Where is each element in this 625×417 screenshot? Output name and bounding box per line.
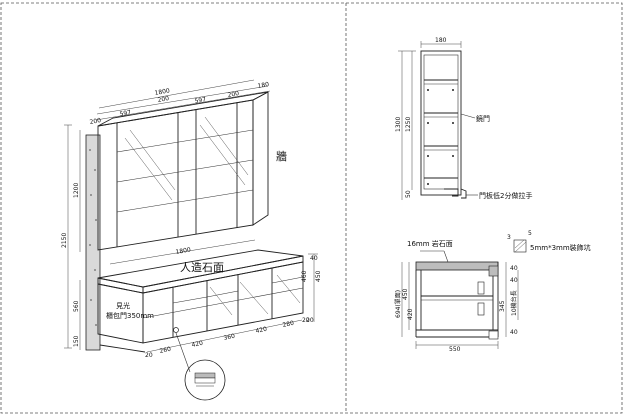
svg-text:260: 260	[159, 346, 172, 355]
right-top-view: 180 1300 1250 50 鏡門 門板低2分做拉手	[395, 37, 532, 200]
svg-text:180: 180	[257, 81, 270, 90]
svg-text:280: 280	[282, 320, 295, 329]
stone-top-section	[415, 261, 499, 271]
counter-width-dim: 1800	[175, 246, 191, 256]
depth-550-dim: 550	[449, 346, 461, 353]
svg-text:450: 450	[315, 270, 322, 282]
svg-text:200: 200	[89, 117, 102, 126]
svg-text:3: 3	[507, 234, 511, 241]
countertop-label: 人造石面	[180, 260, 224, 274]
right-bottom-view: 3 5 5mm*3mm裝飾坑 16mm 岩石面 550 694(單面) 450 …	[395, 230, 591, 353]
svg-text:10機台長: 10機台長	[510, 290, 518, 316]
mirror-cabinet-top	[97, 91, 269, 127]
door-handle-note: 門板低2分做拉手	[479, 191, 532, 200]
svg-text:460: 460	[301, 270, 308, 282]
vanity-front	[142, 261, 304, 344]
svg-text:360: 360	[223, 333, 236, 342]
groove-note: 5mm*3mm裝飾坑	[530, 243, 591, 252]
svg-text:560: 560	[73, 300, 80, 312]
wall-texture	[89, 149, 97, 326]
stone-top-label: 16mm 岩石面	[407, 239, 453, 248]
mirror-cabinet-side	[252, 91, 269, 226]
svg-text:20: 20	[145, 352, 153, 359]
svg-text:20: 20	[306, 317, 314, 324]
cabinet-section-outline	[420, 50, 462, 196]
wall-label: 牆	[276, 149, 287, 163]
svg-text:420: 420	[407, 308, 414, 320]
wall-strip	[85, 134, 101, 351]
svg-text:1200: 1200	[73, 183, 80, 198]
svg-text:40: 40	[510, 329, 518, 336]
detail-callout-marker	[173, 327, 179, 333]
svg-text:200: 200	[157, 95, 170, 104]
svg-text:200: 200	[227, 90, 240, 99]
left-view: 牆 人造石面 見光 櫃包門350mm	[61, 79, 322, 401]
svg-text:40: 40	[510, 277, 518, 284]
svg-text:597: 597	[119, 109, 132, 118]
left-dimensions: 2150 1200 560 150	[61, 124, 81, 350]
svg-text:420: 420	[191, 340, 204, 349]
svg-text:50: 50	[405, 190, 412, 198]
svg-text:150: 150	[73, 335, 80, 347]
svg-text:40: 40	[310, 255, 318, 262]
svg-text:345: 345	[499, 300, 506, 312]
right-side-dimensions: 40 460 450 20	[301, 253, 322, 324]
svg-text:1300: 1300	[395, 117, 402, 132]
groove-detail	[513, 239, 527, 253]
svg-text:420: 420	[255, 326, 268, 335]
svg-text:1250: 1250	[405, 117, 412, 132]
svg-text:450: 450	[402, 288, 409, 300]
vanity-side	[97, 283, 144, 344]
detail-bubble	[184, 359, 226, 401]
svg-text:40: 40	[510, 265, 518, 272]
mirror-door-label: 鏡門	[476, 114, 490, 123]
top-dimensions: 1800 200 597 597 200 180 200	[89, 79, 271, 126]
svg-text:694(單面): 694(單面)	[395, 290, 402, 318]
svg-text:2150: 2150	[61, 233, 68, 248]
svg-text:5: 5	[528, 230, 532, 237]
bottom-dimensions: 20 260 420 360 420 280 20	[145, 317, 310, 359]
svg-text:20: 20	[302, 317, 310, 324]
cabinet-note-1: 見光	[116, 301, 130, 310]
width-180-dim: 180	[435, 37, 447, 44]
svg-text:597: 597	[194, 96, 207, 105]
cabinet-note-2: 櫃包門350mm	[106, 311, 154, 320]
svg-text:1800: 1800	[154, 87, 170, 97]
mirror-cabinet-front	[97, 99, 254, 251]
